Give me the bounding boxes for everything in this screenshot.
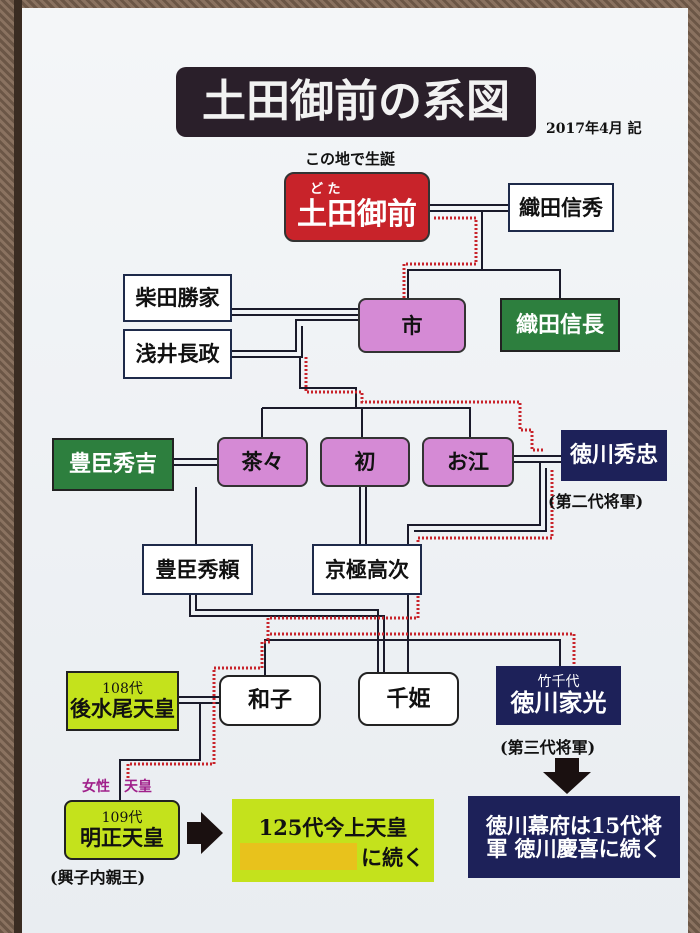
shogun-continuation: 徳川幕府は15代将 軍 徳川慶喜に続く — [468, 796, 680, 878]
person-name: 後水尾天皇 — [70, 696, 175, 722]
arrow-right-icon — [187, 812, 223, 854]
imperial-line-1: 125代今上天皇 — [258, 815, 408, 841]
meisho-subtitle: (興子内親王) — [50, 868, 146, 887]
female-label: 女性 — [82, 779, 110, 795]
person-chacha[interactable]: 茶々 — [217, 437, 308, 487]
hidetada-subtitle: (第二代将軍) — [548, 492, 644, 511]
page-title: 土田御前の系図 — [176, 67, 536, 137]
person-hideyori[interactable]: 豊臣秀頼 — [142, 544, 253, 595]
person-takatsugu[interactable]: 京極高次 — [312, 544, 422, 595]
person-gomizunoo[interactable]: 108代 後水尾天皇 — [66, 671, 179, 731]
childhood-name: 竹千代 — [537, 673, 580, 690]
person-nagamasa[interactable]: 浅井長政 — [123, 329, 232, 379]
generation-label: 109代 — [101, 809, 143, 826]
generation-label: 108代 — [102, 680, 143, 697]
person-go[interactable]: お江 — [422, 437, 514, 487]
person-hidetada[interactable]: 徳川秀忠 — [561, 430, 667, 481]
shogun-line-1: 徳川幕府は15代将 — [485, 812, 663, 838]
person-name: 土田御前 — [297, 196, 417, 232]
iemitsu-subtitle: (第三代将軍) — [500, 738, 596, 757]
person-katsuie[interactable]: 柴田勝家 — [123, 274, 232, 322]
emperor-label: 天皇 — [124, 779, 152, 795]
imperial-line-2: に続く — [361, 844, 424, 870]
person-senhime[interactable]: 千姫 — [358, 672, 459, 726]
covered-highlight — [240, 843, 357, 870]
arrow-down-icon — [543, 758, 591, 794]
shogun-line-2: 軍 徳川慶喜に続く — [486, 836, 662, 861]
person-name: 明正天皇 — [80, 825, 164, 851]
ruby-reading: ど た — [310, 182, 341, 198]
person-ichi[interactable]: 市 — [358, 298, 466, 353]
person-name: 徳川家光 — [510, 688, 607, 717]
person-nobuhide[interactable]: 織田信秀 — [508, 183, 614, 232]
person-meisho[interactable]: 109代 明正天皇 — [64, 800, 180, 860]
person-kazuko[interactable]: 和子 — [219, 675, 321, 726]
person-nobunaga[interactable]: 織田信長 — [500, 298, 620, 352]
frame-edge — [14, 0, 22, 933]
person-hideyoshi[interactable]: 豊臣秀吉 — [52, 438, 174, 491]
person-iemitsu[interactable]: 竹千代 徳川家光 — [496, 666, 621, 725]
birthplace-note: この地で生誕 — [305, 150, 396, 168]
date-label: 2017年4月 記 — [546, 121, 642, 137]
person-dota-gozen[interactable]: ど た 土田御前 — [284, 172, 430, 242]
person-hatsu[interactable]: 初 — [320, 437, 410, 487]
